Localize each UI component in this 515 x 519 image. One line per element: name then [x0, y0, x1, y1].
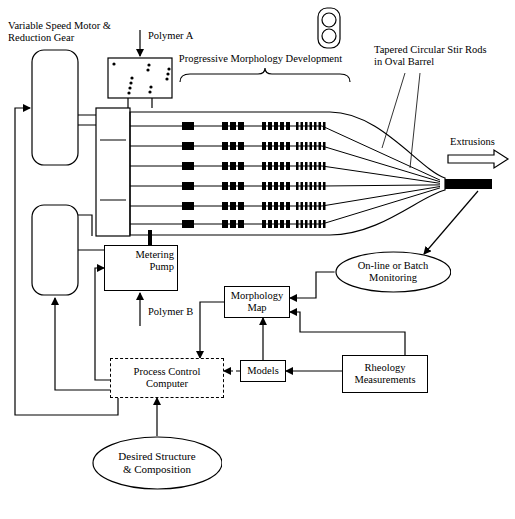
- computer-box: Process Control Computer: [110, 358, 224, 398]
- part-label: Extrusions: [450, 136, 495, 148]
- part-label: Progressive Morphology Development: [168, 53, 353, 65]
- barrel-section-symbol: [318, 8, 340, 48]
- connector: [224, 370, 240, 371]
- extrusion-arrow: [448, 150, 508, 168]
- node-text: Desired Structure & Composition: [113, 450, 201, 475]
- part-label: Polymer B: [148, 306, 193, 318]
- gear-housing: [96, 108, 130, 236]
- connector: [156, 398, 157, 436]
- connector: [200, 302, 224, 358]
- leader-line: [382, 73, 420, 168]
- node-text: Morphology Map: [229, 290, 285, 314]
- node-text: Metering Pump: [132, 249, 174, 273]
- feed-duct: [128, 98, 152, 108]
- drive-shaft: [78, 115, 96, 125]
- process-box: Rheology Measurements: [342, 355, 428, 393]
- connector: [290, 272, 335, 298]
- node-text: Models: [247, 365, 279, 377]
- motor-box: [32, 50, 78, 165]
- part-label: Polymer A: [148, 30, 193, 42]
- node-text: Process Control Computer: [122, 366, 212, 390]
- extrudate: [445, 179, 492, 189]
- hopper-box: [108, 58, 172, 98]
- node-text: Rheology Measurements: [349, 362, 421, 386]
- control-line: [15, 108, 118, 415]
- motor-box: [32, 205, 78, 295]
- ellipse-node: Desired Structure & Composition: [92, 436, 223, 490]
- part-label: Variable Speed Motor & Reduction Gear: [8, 20, 113, 44]
- connector: [262, 318, 263, 360]
- control-line: [55, 298, 110, 390]
- pump-feed-line: [148, 230, 152, 245]
- rod-section: [322, 29, 336, 43]
- process-box: Morphology Map: [224, 286, 290, 318]
- process-box: Metering Pump: [104, 245, 178, 291]
- sample-arrow: [424, 191, 478, 254]
- part-label: Tapered Circular Stir Rods in Oval Barre…: [374, 44, 492, 68]
- ellipse-node: On-line or Batch Monitoring: [335, 251, 452, 293]
- feed-arrow: [139, 293, 140, 326]
- oval-barrel: [130, 112, 445, 235]
- housing-detail: [100, 140, 126, 200]
- rod-section: [322, 13, 336, 27]
- process-box: Models: [240, 360, 286, 382]
- stir-rods: [130, 122, 440, 228]
- brace: [180, 68, 350, 82]
- feed-arrow: [139, 30, 140, 56]
- connector: [286, 370, 342, 371]
- node-text: On-line or Batch Monitoring: [354, 260, 432, 284]
- connector: [290, 312, 405, 355]
